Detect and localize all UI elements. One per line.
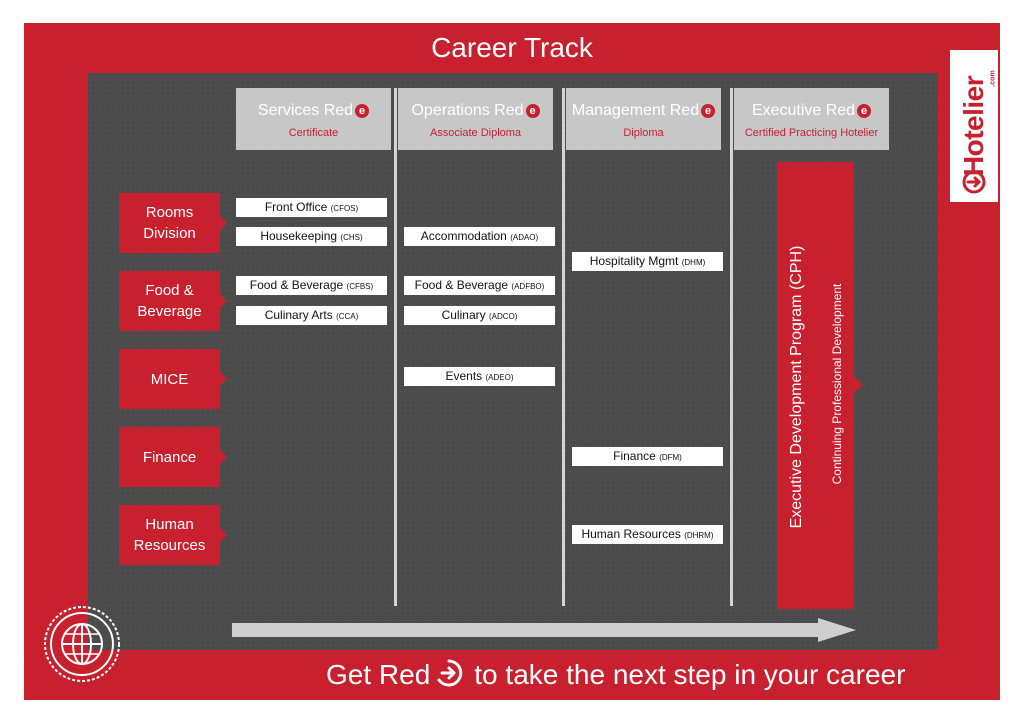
tagline-start: Get Red (326, 659, 431, 690)
row-label-food-beverage: Food & Beverage (119, 271, 227, 331)
red-e-icon: e (857, 104, 872, 118)
column-subtitle: Associate Diploma (429, 127, 522, 139)
tagline-end: to take the next step in your career (474, 659, 906, 690)
row-label-mice: MICE (119, 349, 227, 409)
red-e-icon: e (355, 104, 370, 118)
course-name: Culinary (441, 308, 486, 322)
continuing-development-label: Continuing Professional Development (830, 283, 844, 485)
course-name: Events (445, 369, 483, 383)
row-label-line: Finance (142, 448, 197, 466)
column-subtitle: Certified Practicing Hotelier (744, 127, 879, 139)
column-name: Operations Red (411, 102, 524, 119)
course-code: (ADCO) (488, 312, 518, 321)
course-finance: Finance (DFM) (572, 447, 723, 466)
course-code: (DHM) (681, 258, 706, 267)
course-housekeeping: Housekeeping (CHS) (236, 227, 387, 246)
course-code: (ADAO) (510, 233, 539, 242)
logo-brand: Hotelier (958, 75, 989, 177)
course-name: Food & Beverage (249, 278, 344, 292)
hotelier-logo: .com Hotelier (950, 50, 998, 202)
course-code: (CFOS) (330, 204, 359, 213)
course-culinary-arts: Culinary Arts (CCA) (236, 306, 387, 325)
course-hospitality-mgmt: Hospitality Mgmt (DHM) (572, 252, 723, 271)
course-name: Accommodation (420, 229, 507, 243)
page-title: Career Track (431, 32, 593, 63)
executive-program-bar (777, 162, 863, 609)
column-subtitle: Certificate (288, 127, 339, 139)
course-human-resources: Human Resources (DHRM) (572, 525, 723, 544)
row-label-line: Division (143, 225, 196, 242)
row-label-line: Beverage (137, 303, 202, 320)
tagline: Get Red to take the next step in your ca… (326, 656, 905, 694)
row-label-line: Food & (145, 282, 194, 299)
course-code: (CCA) (336, 312, 359, 321)
column-name: Executive Red (751, 102, 856, 119)
course-name: Hospitality Mgmt (589, 254, 679, 268)
globe-seal-icon (44, 606, 120, 682)
column-subtitle: Diploma (623, 127, 664, 139)
course-name: Culinary Arts (264, 308, 333, 322)
course-code: (DFM) (659, 453, 682, 462)
executive-program-label: Executive Development Program (CPH) (788, 245, 805, 529)
red-arrow-icon (437, 659, 463, 687)
row-label-line: Human (145, 516, 194, 533)
course-events: Events (ADEO) (404, 367, 555, 386)
course-code: (ADFBO) (511, 282, 545, 291)
course-code: (CHS) (340, 233, 363, 242)
column-name: Management Red (571, 102, 700, 119)
logo-suffix: .com (989, 70, 997, 87)
course-name: Front Office (264, 200, 328, 214)
course-name: Finance (613, 449, 656, 463)
column-name: Services Red (257, 102, 354, 119)
course-name: Food & Beverage (414, 278, 509, 292)
red-e-icon: e (701, 104, 716, 118)
red-e-icon: e (525, 104, 540, 118)
course-accommodation: Accommodation (ADAO) (404, 227, 555, 246)
row-label-finance: Finance (119, 427, 227, 487)
column-divider (562, 88, 565, 606)
course-name: Human Resources (581, 527, 681, 541)
course-culinary: Culinary (ADCO) (404, 306, 555, 325)
course-name: Housekeeping (260, 229, 338, 243)
row-label-line: Resources (133, 537, 206, 554)
course-code: (ADEO) (485, 373, 514, 382)
course-food-beverage-cert: Food & Beverage (CFBS) (236, 276, 387, 295)
course-code: (DHRM) (684, 531, 714, 540)
progress-arrow-icon (232, 618, 856, 642)
course-food-beverage-diploma: Food & Beverage (ADFBO) (404, 276, 555, 295)
column-divider (394, 88, 397, 606)
row-label-line: MICE (150, 370, 189, 388)
course-front-office: Front Office (CFOS) (236, 198, 387, 217)
hotelier-mark-icon (962, 170, 986, 194)
row-label-line: Rooms (145, 204, 194, 221)
column-divider (730, 88, 733, 606)
course-code: (CFBS) (346, 282, 374, 291)
